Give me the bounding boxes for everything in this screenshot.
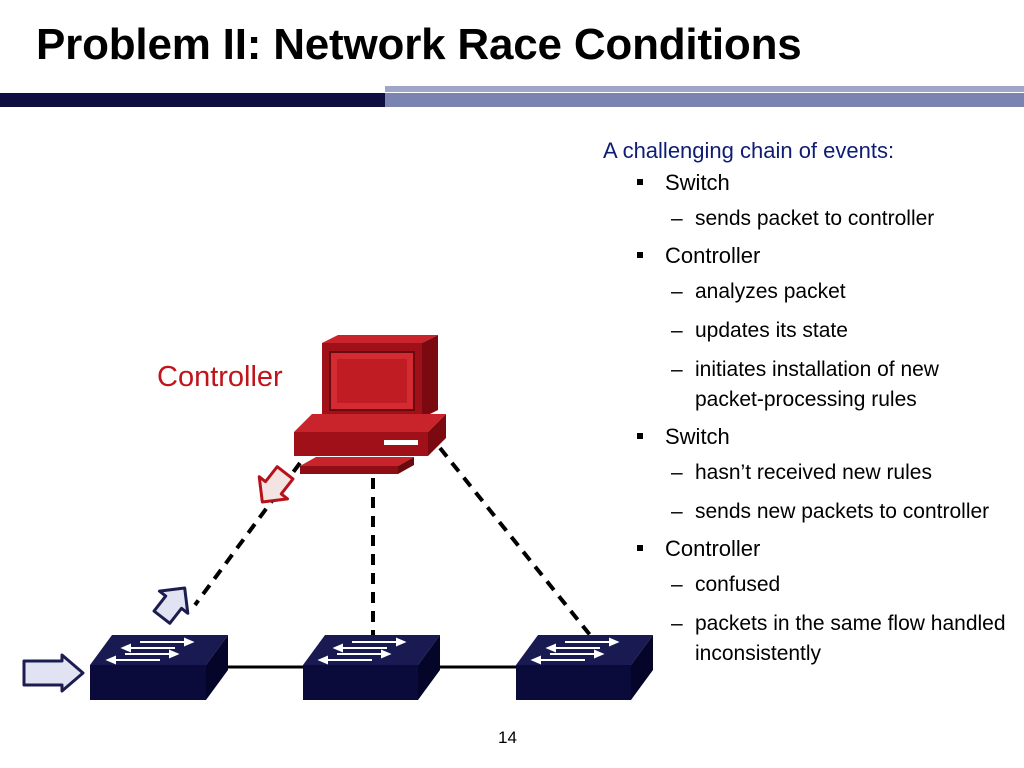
arrow-icon bbox=[22, 653, 85, 693]
title-underline-accent bbox=[385, 93, 1024, 107]
sub-bullet: –confused bbox=[671, 573, 781, 596]
sub-bullet-text: sends new packets to controller bbox=[695, 500, 990, 523]
sub-bullet: –initiates installation of new packet-pr… bbox=[671, 358, 939, 411]
sub-bullet-text: packets in the same flow handled inconsi… bbox=[695, 612, 1006, 665]
sub-bullet: –sends packet to controller bbox=[671, 207, 935, 230]
page-number: 14 bbox=[498, 728, 517, 747]
arrow-icon bbox=[152, 586, 190, 625]
switch-icon bbox=[90, 635, 228, 700]
sub-bullet-text: updates its state bbox=[695, 319, 848, 342]
sub-bullet: –analyzes packet bbox=[671, 280, 846, 303]
sub-bullet: –updates its state bbox=[671, 319, 848, 342]
bullet-item: Controller bbox=[603, 536, 1013, 562]
bullet-item: Controller bbox=[603, 243, 1013, 269]
bullet-marker bbox=[637, 252, 643, 258]
sub-bullet: –sends new packets to controller bbox=[671, 500, 990, 523]
bullet-label: Switch bbox=[665, 170, 730, 195]
sub-bullet-text: sends packet to controller bbox=[695, 207, 935, 230]
sub-bullet-text: initiates installation of new packet-pro… bbox=[695, 358, 939, 411]
bullet-item: Switch bbox=[603, 170, 1013, 196]
bullet-label: Controller bbox=[665, 243, 761, 268]
arrow-icon bbox=[257, 465, 295, 504]
bullet-marker bbox=[637, 545, 643, 551]
bullet-intro: A challenging chain of events: bbox=[603, 138, 895, 163]
title-accent-bar bbox=[385, 86, 1024, 92]
switch-icon bbox=[303, 635, 440, 700]
bullet-item: Switch bbox=[603, 424, 1013, 450]
computer-icon bbox=[294, 335, 446, 474]
sub-bullet: –hasn’t received new rules bbox=[671, 461, 932, 484]
bullet-label: Controller bbox=[665, 536, 761, 561]
bullet-marker bbox=[637, 179, 643, 185]
bullet-label: Switch bbox=[665, 424, 730, 449]
slide-title: Problem II: Network Race Conditions bbox=[36, 20, 802, 69]
switch-icon bbox=[516, 635, 653, 700]
sub-bullet: –packets in the same flow handled incons… bbox=[671, 612, 1006, 665]
sub-bullet-text: hasn’t received new rules bbox=[695, 461, 932, 484]
sub-bullet-text: analyzes packet bbox=[695, 280, 846, 303]
control-link-right bbox=[438, 446, 592, 637]
bullet-marker bbox=[637, 433, 643, 439]
controller-label: Controller bbox=[157, 361, 283, 393]
bullet-list: A challenging chain of events: Switch –s… bbox=[603, 138, 1013, 678]
sub-bullet-text: confused bbox=[695, 573, 781, 596]
